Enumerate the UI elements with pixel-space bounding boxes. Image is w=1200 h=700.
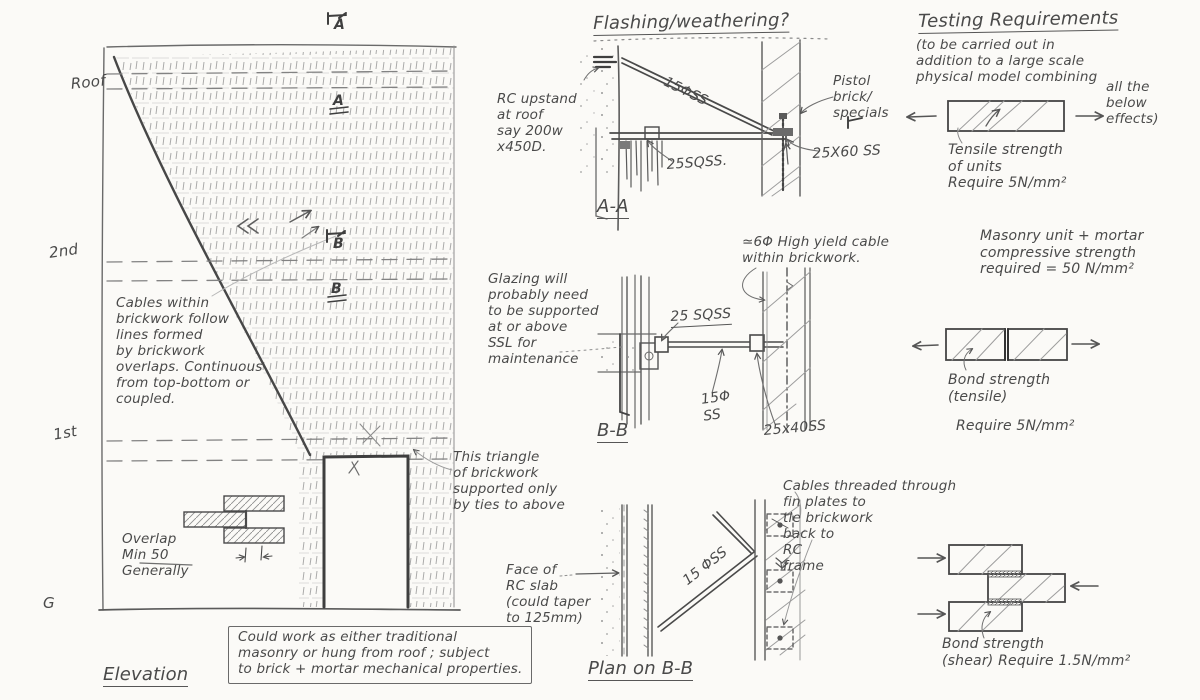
ground-line [98,607,461,611]
face-arrow [575,573,618,574]
label-25sqss-bb: 25 SQSS [670,305,732,328]
overlap-detail [139,495,285,566]
section-marker-a-top: A [334,17,345,33]
plan-wall-hatch [765,504,806,656]
label-15phi-bb: 15Φ SS [700,387,732,425]
shear-brick-top [948,544,1023,575]
elevation-top-edge [106,44,457,48]
testing-diagrams [908,100,1102,639]
section-marker-a-mid: A [333,93,344,109]
flashing-title-dots [593,37,831,42]
tie-rod [667,341,784,348]
section-aa-drawing [580,37,863,231]
tensile-brick [947,100,1065,132]
rail-label-leader [648,141,673,162]
tensile-arrow-left [908,116,937,117]
roof-slab-lines [609,132,789,140]
pistol-leader [801,96,834,113]
tensile-note: Tensile strength of units Require 5N/mm² [948,142,1067,192]
rod-label-leader [662,322,679,340]
rc-upstand-note: RC upstand at roof say 200w x450D. [497,91,577,155]
plan-bb-drawing [559,491,813,661]
brick-wall-section [761,39,801,197]
section-marker-b-bottom: B [331,281,342,297]
section-marker-b-top: B [333,236,344,252]
strut-upper [712,511,755,554]
flashing-diagonal [621,57,777,136]
small-arrow-icon [289,211,310,223]
wall-tick-hatch [643,509,649,649]
cable-note-leader [742,267,764,300]
cables-within-note: Cables within brickwork follow lines for… [116,295,263,407]
triangle-note: This triangle of brickwork supported onl… [453,449,565,513]
plate-label-leader [757,354,776,425]
testing-intro-right: all the below effects) [1106,79,1159,127]
overlap-note: Overlap Min 50 Generally [122,531,189,579]
cable-sweep-curve [112,55,312,457]
elevation-drawing [98,12,461,611]
strut-lower [657,551,758,632]
cables-note-leader2 [782,544,801,568]
bond-tensile-brick-right [1007,328,1068,361]
glazing-note: Glazing will probably need to be support… [488,271,599,367]
face-note: Face of RC slab (could taper to 125mm) [506,562,591,626]
bond-shear-note: Bond strength (shear) Require 1.5N/mm² [942,636,1131,669]
boxed-note: Could work as either traditional masonry… [228,626,533,684]
section-marker-flags [326,12,349,303]
door-opening [322,454,410,609]
brick-texture-region [116,48,454,607]
small-arrow2-icon [301,227,318,239]
masonry-note: Masonry unit + mortar compressive streng… [980,228,1144,278]
section-bb-title: B-B [597,420,629,444]
elevation-left-edge [101,47,105,611]
bond-tensile-req: Require 5N/mm² [956,418,1075,434]
cables-note-leader3 [784,539,813,624]
fin-plates [766,513,794,650]
triangle-note-leader [414,450,453,471]
bond-tensile-arrow-left [914,345,939,346]
testing-intro-left: (to be carried out in addition to a larg… [916,37,1098,85]
floor-label-roof: Roof [69,71,107,93]
bond-tensile-note: Bond strength (tensile) [948,372,1051,405]
pistol-note: Pistol brick/ specials [833,73,889,121]
plan-bb-title: Plan on B-B [588,658,694,682]
flashing-question: Flashing/weathering? [593,9,790,37]
testing-title: Testing Requirements [918,7,1119,35]
chevron-left-icon [236,218,259,234]
bb-wall-hatch [762,271,811,431]
rod-dia-leader [711,350,722,394]
cables-note-leader [211,235,337,297]
bond-tensile-brick-left [945,328,1006,361]
floor-label-ground: G [43,594,55,612]
x-mark-above-door [359,423,381,447]
cable-note: ≃6Φ High yield cable within brickwork. [742,234,890,266]
bolt-label-leader [788,140,819,152]
door-corner-squiggle [348,460,360,476]
cables-threaded-note: Cables threaded through fin plates to ti… [783,478,957,574]
section-aa-title: A-A [597,196,629,220]
cables-note-leader1 [794,491,802,519]
elevation-title: Elevation [103,664,189,688]
curtain-strokes [625,140,663,192]
section-bb-drawing [559,267,811,433]
